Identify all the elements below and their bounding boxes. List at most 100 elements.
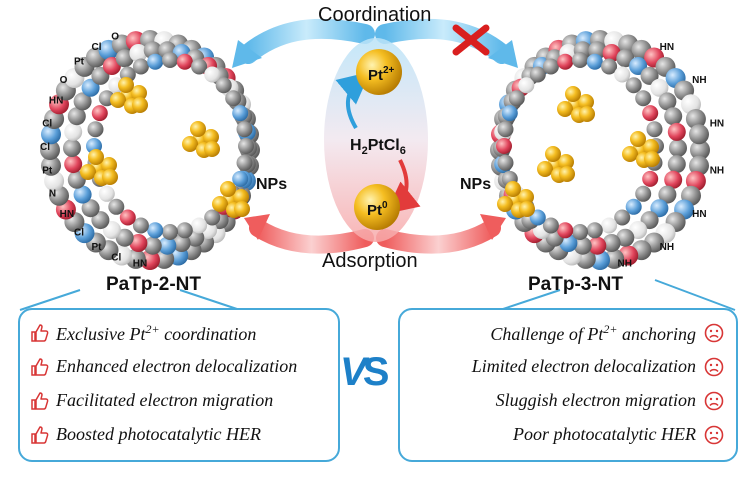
left-tube-atom: [204, 209, 221, 226]
left-pt-nanoparticle: [101, 157, 117, 173]
right-pt-nanoparticle: [557, 101, 573, 117]
right-tube-atom: [497, 121, 514, 138]
left-tube-atom: [91, 211, 110, 230]
left-pt-nanoparticle: [102, 169, 118, 185]
right-pt-nanoparticle: [579, 106, 595, 122]
adsorption-arrows: [244, 214, 506, 254]
left-tube-atom: [143, 236, 162, 255]
right-nps-label: NPs: [460, 176, 492, 193]
left-tube-atom: [129, 234, 148, 252]
adsorption-arrow-left: [249, 219, 374, 254]
right-chem-label: HN: [660, 42, 674, 53]
pt-cycle: Pt2+ H2PtCl6 Pt0: [324, 38, 428, 242]
left-tube-name: PaTp-2-NT: [106, 274, 201, 295]
left-pt-nanoparticle: [131, 85, 147, 101]
right-tube-atom: [557, 222, 574, 239]
left-tube-atom: [87, 121, 104, 138]
right-chem-label: HN: [692, 209, 706, 220]
right-tube-atom: [658, 185, 677, 204]
right-tube-atom: [689, 155, 709, 176]
left-tube-atom: [215, 77, 232, 94]
right-tube-atom: [508, 90, 525, 107]
right-panel-item: Sluggish electron migration: [495, 390, 696, 410]
precursor-label: H2PtCl6: [350, 137, 406, 157]
right-tube-atom: [669, 139, 687, 157]
right-tube-atom: [642, 170, 659, 187]
left-tube-atom: [41, 124, 61, 145]
left-chem-label: O: [60, 75, 68, 86]
right-panel-item: Poor photocatalytic HER: [513, 424, 696, 444]
left-chem-label: Cl: [111, 253, 121, 264]
coordination-arrow-left: [238, 18, 375, 64]
right-tube-atom: [685, 109, 706, 129]
right-pt-nanoparticle: [558, 154, 574, 170]
right-tube-atom: [501, 105, 518, 122]
left-chem-label: Cl: [42, 118, 52, 129]
left-tube-atom: [204, 66, 221, 83]
left-tube-atom: [73, 92, 92, 111]
left-callout-line: [19, 289, 81, 311]
sad-face-icon: [704, 323, 724, 343]
right-tube-atom: [529, 209, 546, 226]
right-pt-nanoparticle: [497, 196, 513, 212]
left-pt-nanoparticle: [88, 149, 104, 165]
left-chem-label: O: [111, 32, 119, 43]
left-pt-nanoparticle: [204, 141, 220, 157]
left-tube-atom: [108, 198, 125, 215]
left-tube-atom: [40, 140, 60, 160]
right-tube-atom: [542, 58, 559, 75]
left-tube-atom: [147, 53, 164, 70]
right-tube-atom: [602, 234, 621, 252]
left-pt-nanoparticle: [182, 136, 198, 152]
left-tube-atom: [81, 199, 100, 218]
left-chem-label: Cl: [92, 42, 102, 53]
sad-face-icon: [704, 391, 724, 411]
right-tube-atom: [689, 124, 709, 145]
right-tube-atom: [601, 217, 618, 234]
right-tube-atom: [667, 122, 686, 141]
left-tube-atom: [73, 185, 92, 204]
right-tube-atom: [614, 66, 631, 83]
right-tube-atom: [518, 77, 535, 94]
pt0-label: Pt0: [367, 200, 388, 219]
right-tube-atom: [586, 222, 603, 239]
right-callout-line-2: [654, 279, 736, 311]
left-tube-atom: [162, 224, 178, 240]
left-tube-atom: [129, 44, 148, 62]
right-tube-atom: [529, 66, 546, 83]
thumbs-up-icon: [30, 425, 50, 445]
left-tube-atom: [115, 49, 134, 68]
adsorption-arrow-right: [376, 219, 501, 254]
right-chem-label: NH: [618, 259, 632, 270]
left-tube-atom: [232, 105, 249, 122]
cross-icon: [452, 24, 490, 56]
right-tube-atom: [640, 66, 659, 85]
right-tube-atom: [635, 185, 652, 202]
pt2-sphere: [356, 49, 402, 95]
right-tube-atom: [601, 58, 618, 75]
right-tube-atom: [614, 209, 631, 226]
left-pt-nanoparticle: [233, 189, 249, 205]
right-tube-atom: [602, 44, 621, 62]
right-tube-atom: [496, 138, 512, 154]
left-pt-nanoparticle: [132, 97, 148, 113]
thumbs-up-icon: [30, 357, 50, 377]
right-pt-nanoparticle: [630, 131, 646, 147]
left-tube-atom: [236, 154, 253, 171]
pt0-sphere: [354, 184, 400, 230]
left-tube-atom: [172, 234, 191, 252]
left-pt-nanoparticle: [80, 164, 96, 180]
left-chem-label: HN: [133, 259, 147, 270]
left-panel: [18, 308, 340, 462]
right-chem-label: NH: [710, 166, 724, 177]
left-panel-item: Enhanced electron delocalization: [56, 356, 298, 376]
left-panel-item: Exclusive Pt2+ coordination: [56, 322, 257, 344]
left-pt-nanoparticle: [118, 77, 134, 93]
left-pt-nanoparticle: [220, 181, 236, 197]
right-tube-atom: [497, 154, 514, 171]
left-tube-atom: [64, 155, 83, 174]
right-pt-nanoparticle: [578, 94, 594, 110]
sad-face-icon: [704, 425, 724, 445]
